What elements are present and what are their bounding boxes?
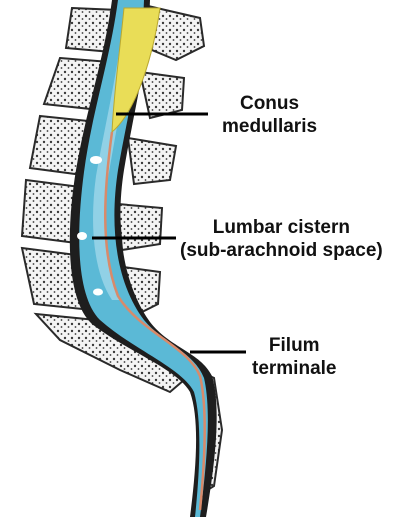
spinous-2 (138, 70, 186, 120)
label-lumbar-cistern: Lumbar cistern (sub-arachnoid space) (180, 216, 383, 262)
label-conus-line1: Conus (239, 93, 300, 114)
vertebral-bodies (20, 6, 186, 394)
label-cistern-line2: (sub-arachnoid space) (180, 240, 383, 261)
label-filum-line1: Filum (268, 335, 320, 356)
spinous-3 (126, 136, 178, 186)
label-conus-medullaris: Conus medullaris (222, 92, 317, 138)
label-cistern-line1: Lumbar cistern (212, 217, 350, 238)
label-filum-line2: terminale (252, 358, 337, 379)
spinous-4 (116, 202, 164, 252)
csf-gaps (77, 156, 103, 296)
spinal-cord (111, 7, 161, 134)
label-filum-terminale: Filum terminale (252, 334, 336, 380)
label-conus-line2: medullaris (222, 116, 318, 137)
filum-terminale (103, 131, 206, 511)
